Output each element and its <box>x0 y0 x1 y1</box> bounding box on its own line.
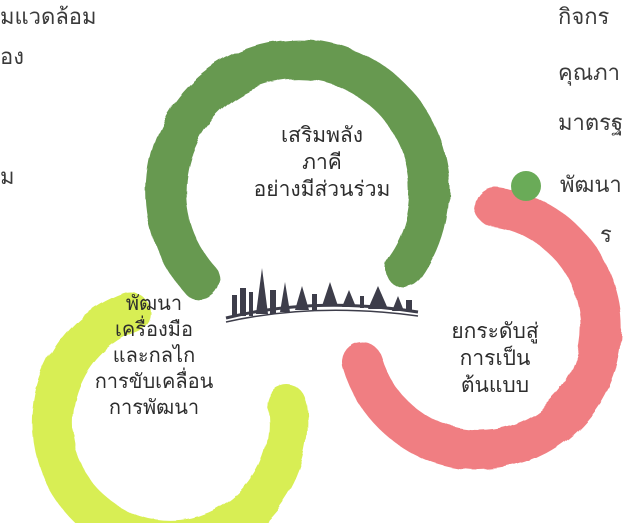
bullet-dot <box>511 171 541 201</box>
right-text-line-2: คุณภา <box>558 61 620 86</box>
ring-right-label-line: ยกระดับสู่ <box>451 319 539 343</box>
ring-left-label-line: และกลไก <box>112 343 196 367</box>
ring-right-label: ยกระดับสู่ การเป็น ต้นแบบ <box>420 318 570 399</box>
ring-left-label-line: การขับเคลื่อน <box>94 369 214 393</box>
ring-right-label-line: ต้นแบบ <box>460 373 530 397</box>
ring-top <box>145 39 450 300</box>
ring-right <box>342 187 622 470</box>
right-text-line-3: มาตรฐ <box>558 111 624 136</box>
ring-left <box>32 292 309 523</box>
ring-top-label-line: ภาคี <box>302 150 342 174</box>
ring-left-label-line: การพัฒนา <box>108 395 200 419</box>
left-text-line-2: อง <box>0 45 24 70</box>
ring-top-label: เสริมพลัง ภาคี อย่างมีส่วนร่วม <box>218 122 426 203</box>
left-text-line-1: มแวดล้อม <box>0 5 97 30</box>
ring-top-label-line: เสริมพลัง <box>280 123 364 147</box>
ring-left-label-line: พัฒนา <box>125 291 183 315</box>
ring-top-label-line: อย่างมีส่วนร่วม <box>253 177 391 201</box>
ring-left-label-line: เครื่องมือ <box>115 317 193 341</box>
ring-right-label-line: การเป็น <box>459 346 531 370</box>
right-bullet-text: พัฒนา <box>560 173 622 198</box>
ring-left-label: พัฒนา เครื่องมือ และกลไก การขับเคลื่อน ก… <box>64 290 244 420</box>
left-text-line-3: ม <box>0 165 15 190</box>
right-text-line-1: กิจกร <box>558 5 610 30</box>
right-bullet-subtext: ร <box>600 223 612 248</box>
bangkok-skyline-icon <box>225 268 419 323</box>
